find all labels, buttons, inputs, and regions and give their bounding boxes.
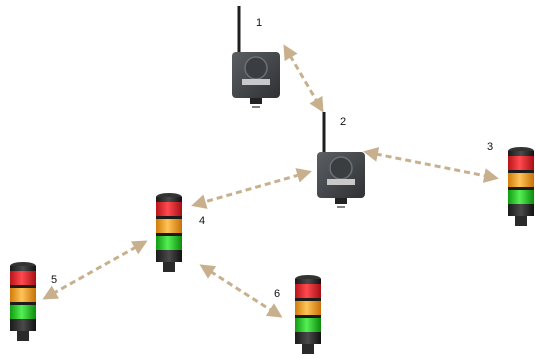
red-segment	[10, 271, 36, 285]
link-1-2	[283, 44, 324, 113]
green-segment	[295, 318, 321, 332]
node-label-1: 1	[256, 17, 262, 29]
orange-segment	[508, 173, 534, 187]
tower-light-6	[295, 275, 321, 354]
device-label	[327, 179, 355, 185]
orange-segment	[295, 301, 321, 315]
green-segment	[156, 236, 182, 250]
node-label-2: 2	[340, 116, 346, 128]
node-label-5: 5	[51, 274, 57, 286]
link-2-3	[363, 146, 499, 184]
green-segment	[10, 305, 36, 319]
tower-base	[163, 262, 175, 272]
red-segment	[295, 284, 321, 298]
device-connector	[250, 98, 262, 104]
orange-segment	[10, 288, 36, 302]
link-2-4	[191, 168, 312, 209]
device-dial	[244, 56, 268, 80]
tower-light-5	[10, 262, 36, 341]
orange-segment	[156, 219, 182, 233]
green-segment	[508, 190, 534, 204]
device-connector	[335, 198, 347, 204]
device-label	[242, 79, 270, 85]
tower-base	[302, 344, 314, 354]
tower-base	[17, 331, 29, 341]
link-4-6	[199, 264, 283, 318]
links	[42, 44, 499, 318]
node-label-4: 4	[199, 215, 205, 227]
node-label-3: 3	[487, 141, 493, 153]
device-dial	[329, 156, 353, 180]
red-segment	[156, 202, 182, 216]
tower-light-3	[508, 147, 534, 226]
red-segment	[508, 156, 534, 170]
gateway-device-2	[317, 112, 365, 208]
tower-base	[515, 216, 527, 226]
node-label-6: 6	[274, 288, 280, 300]
gateway-device-1	[232, 6, 280, 108]
link-4-5	[42, 240, 148, 300]
tower-light-4	[156, 193, 182, 272]
